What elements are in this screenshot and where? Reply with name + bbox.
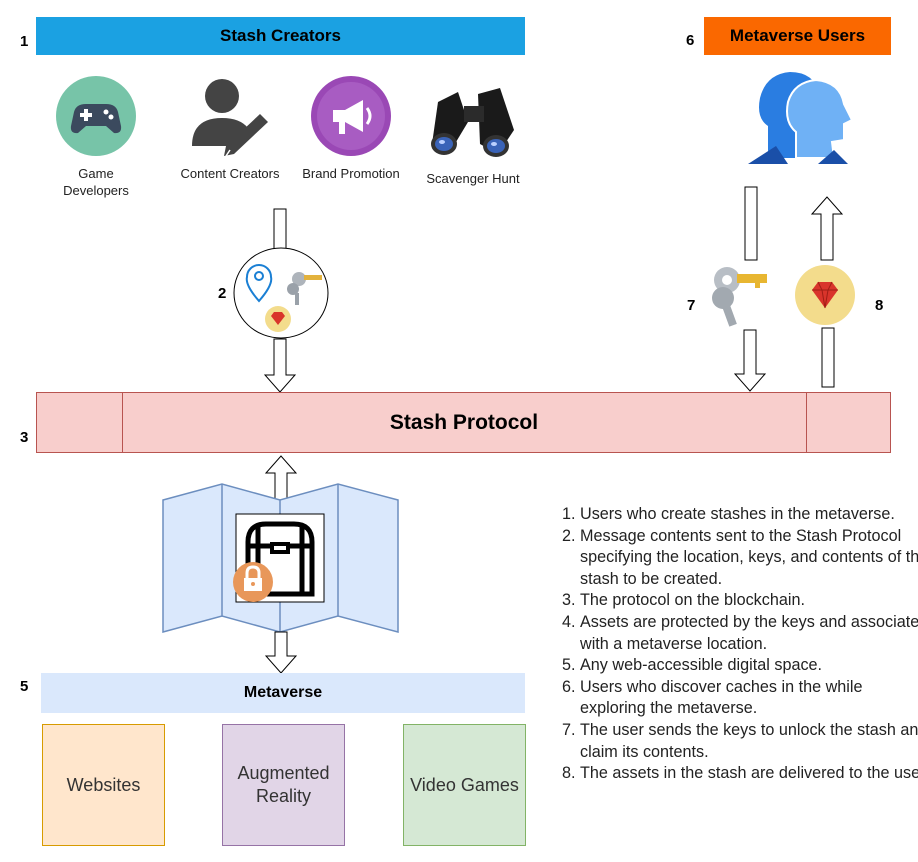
keys-icon	[712, 267, 767, 327]
legend-list: Users who create stashes in the metavers…	[558, 504, 918, 785]
legend-item: Users who create stashes in the metavers…	[580, 504, 918, 526]
arrow-ruby-shaft-bottom	[821, 327, 835, 388]
step-number-2: 2	[218, 285, 227, 302]
arrow-stash-to-metaverse	[264, 631, 298, 674]
legend-item: The protocol on the blockchain.	[580, 590, 918, 612]
binoculars-icon	[431, 88, 514, 157]
legend-item: The user sends the keys to unlock the st…	[580, 720, 918, 763]
step-number-7: 7	[687, 297, 696, 314]
label-scavenger-hunt: Scavenger Hunt	[426, 171, 520, 186]
metaverse-users-header: Metaverse Users	[704, 17, 891, 55]
writer-icon	[192, 79, 268, 157]
box-augmented-reality: Augmented Reality	[222, 724, 345, 846]
step-number-8: 8	[875, 297, 884, 314]
legend-item: Any web-accessible digital space.	[580, 655, 918, 677]
arrow-keys-shaft-top	[744, 186, 758, 261]
metaverse-header: Metaverse	[41, 673, 525, 713]
step-number-5: 5	[20, 678, 29, 695]
protocol-divider-right	[806, 393, 807, 452]
step-number-1: 1	[20, 33, 29, 50]
legend-item: Users who discover caches in the while e…	[580, 677, 918, 720]
gamepad-icon	[56, 76, 136, 156]
ruby-icon	[795, 265, 855, 325]
stash-creators-header: Stash Creators	[36, 17, 525, 55]
arrow-creators-to-message	[273, 208, 287, 250]
stash-protocol-title: Stash Protocol	[389, 410, 539, 434]
box-video-games: Video Games	[403, 724, 526, 846]
legend-item: The assets in the stash are delivered to…	[580, 763, 918, 785]
arrow-ruby-to-users	[810, 196, 844, 261]
users-icon	[748, 72, 854, 164]
step-number-6: 6	[686, 32, 695, 49]
label-content-creators: Content Creators	[180, 166, 280, 181]
message-circle	[233, 247, 329, 339]
step-number-3: 3	[20, 429, 29, 446]
stash-map	[162, 483, 399, 633]
megaphone-icon	[311, 76, 391, 156]
legend-item: Message contents sent to the Stash Proto…	[580, 526, 918, 591]
box-websites: Websites	[42, 724, 165, 846]
label-game-developers: Game Developers	[63, 166, 129, 198]
arrow-protocol-to-stash	[264, 455, 298, 504]
protocol-divider-left	[122, 393, 123, 452]
label-brand-promotion: Brand Promotion	[302, 166, 400, 181]
arrow-message-to-protocol	[263, 338, 297, 393]
stash-protocol-bar: Stash Protocol	[36, 392, 891, 453]
arrow-keys-to-protocol	[733, 329, 767, 392]
legend-item: Assets are protected by the keys and ass…	[580, 612, 918, 655]
